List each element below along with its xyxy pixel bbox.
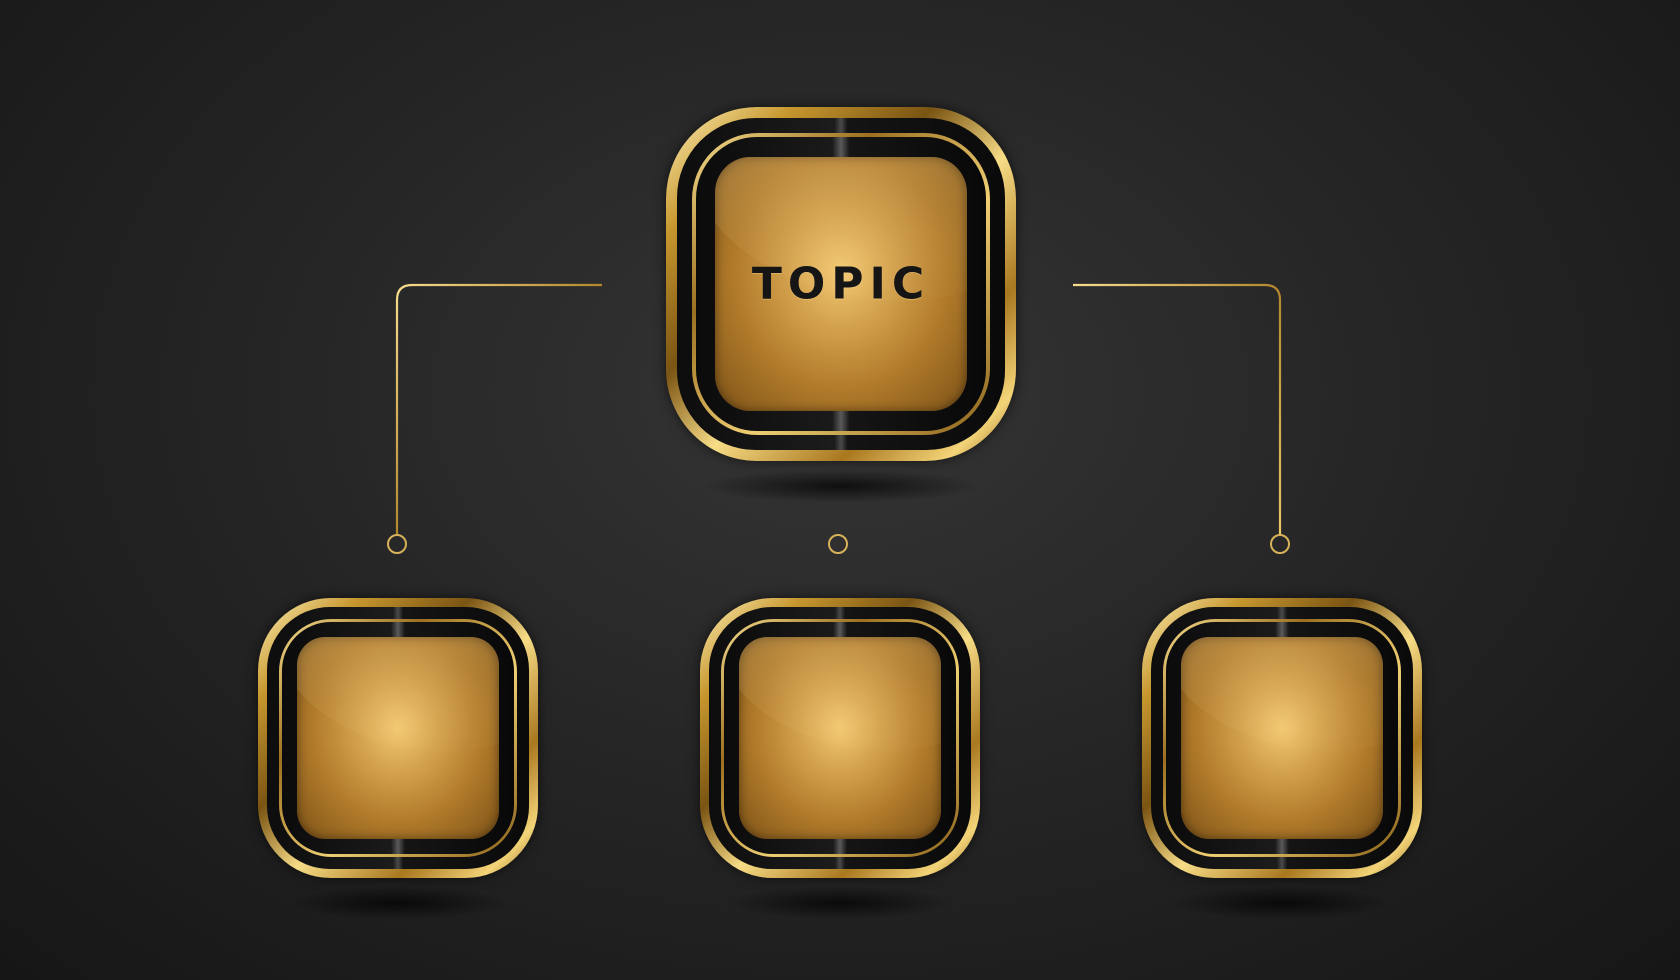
root-node: TOPIC — [666, 107, 1016, 503]
connector-left-end — [387, 534, 407, 554]
root-node-shadow — [701, 469, 981, 503]
connector-center-end — [828, 534, 848, 554]
connector-left — [395, 283, 602, 535]
connector-right — [1073, 283, 1282, 535]
child-node-3 — [1142, 598, 1422, 920]
child-node-3-face — [1181, 637, 1383, 839]
child-node-2-face — [739, 637, 941, 839]
child-node-2 — [700, 598, 980, 920]
connector-right-end — [1270, 534, 1290, 554]
child-node-1-face — [297, 637, 499, 839]
child-node-1 — [258, 598, 538, 920]
root-node-face: TOPIC — [715, 156, 967, 412]
root-node-label: TOPIC — [751, 258, 931, 310]
